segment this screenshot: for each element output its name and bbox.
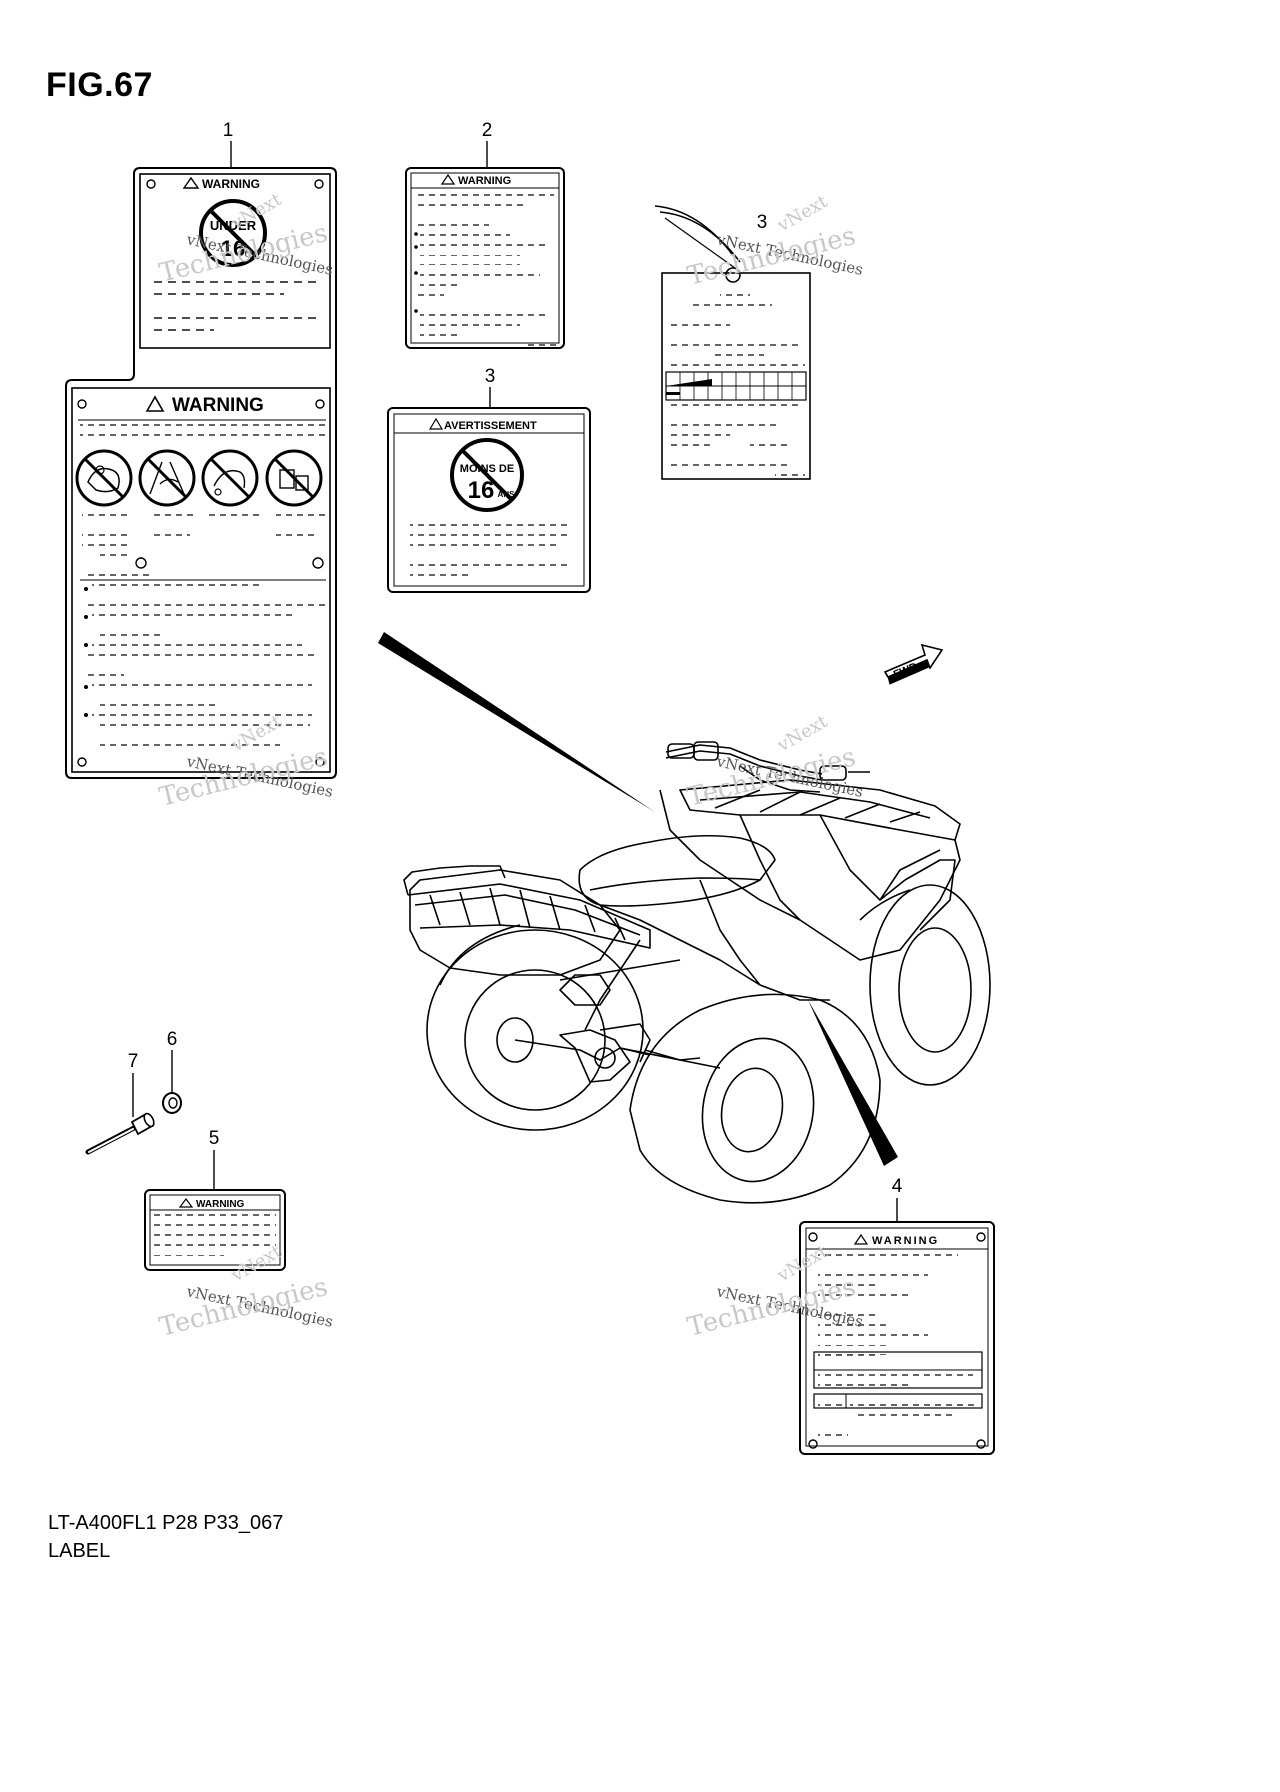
label-4-info-table: [813, 1351, 983, 1409]
callout-3-french: 3: [485, 366, 496, 387]
fwd-arrow-icon: FWD: [883, 643, 944, 685]
warning-triangle-icon: [428, 417, 444, 430]
callout-2: 2: [482, 120, 493, 141]
rivet-part-7[interactable]: [85, 1112, 156, 1155]
warning-triangle-icon: [182, 176, 200, 189]
pointer-wedge-label-1: [378, 632, 655, 812]
label-3-title: AVERTISSEMENT: [444, 420, 537, 432]
label-3-avertissement[interactable]: AVERTISSEMENT MOINS DE 16 ANS: [387, 407, 591, 593]
fwd-text: FWD: [892, 661, 920, 682]
diagram-code: LT-A400FL1 P28 P33_067: [48, 1512, 284, 1534]
callout-4: 4: [892, 1176, 903, 1197]
callout-6: 6: [167, 1029, 178, 1050]
no-passenger-pictogram-icon: [75, 449, 133, 507]
under-text: UNDER: [210, 218, 257, 233]
diagram-name: LABEL: [48, 1540, 111, 1562]
callout-3-tag: 3: [757, 212, 768, 233]
label-4-title: WARNING: [872, 1235, 939, 1247]
warning-triangle-icon: [145, 395, 165, 412]
svg-text:vNext: vNext: [227, 189, 286, 235]
moins-de-text: MOINS DE: [460, 463, 514, 475]
label-1-warning[interactable]: WARNING UNDER 16 WARNING: [65, 167, 337, 779]
atv-vehicle-illustration: [403, 741, 991, 1204]
figure-title: FIG.67: [46, 66, 153, 104]
no-alcohol-pictogram-icon: [201, 449, 259, 507]
warning-triangle-icon: [178, 1198, 194, 1208]
label-4-warning[interactable]: WARNING: [799, 1221, 995, 1455]
washer-part-6[interactable]: [162, 1092, 182, 1114]
moins-de-16-prohibition-icon: MOINS DE 16 ANS: [450, 438, 524, 512]
under-16-prohibition-icon: UNDER 16: [199, 199, 267, 267]
tag-hole-icon: [725, 267, 741, 283]
label-3-hang-tag[interactable]: [654, 205, 811, 480]
sixteen-text: 16: [221, 236, 245, 261]
sixteen-text: 16: [468, 477, 495, 504]
label-5-warning[interactable]: WARNING: [144, 1189, 286, 1271]
callout-7: 7: [128, 1051, 139, 1072]
callout-5: 5: [209, 1128, 220, 1149]
label-5-title: WARNING: [196, 1199, 245, 1210]
pictogram-row: [75, 449, 323, 507]
watermark-top-right: vNext vNext Technologies Technologies: [684, 191, 864, 292]
no-helmet-pictogram-icon: [265, 449, 323, 507]
label-2-warning[interactable]: WARNING: [405, 167, 565, 349]
warning-triangle-icon: [440, 173, 456, 185]
no-public-road-pictogram-icon: [138, 449, 196, 507]
label-1-title: WARNING: [202, 177, 260, 191]
label-2-title: WARNING: [458, 175, 511, 187]
tag-grid-table: [665, 371, 807, 401]
warning-triangle-icon: [853, 1233, 869, 1245]
pointer-wedge-label-4: [808, 1000, 898, 1166]
label-1-bullet-list: [84, 584, 326, 748]
label-1-main-title: WARNING: [172, 395, 264, 416]
ans-text: ANS: [498, 490, 516, 499]
callout-1: 1: [223, 120, 234, 141]
